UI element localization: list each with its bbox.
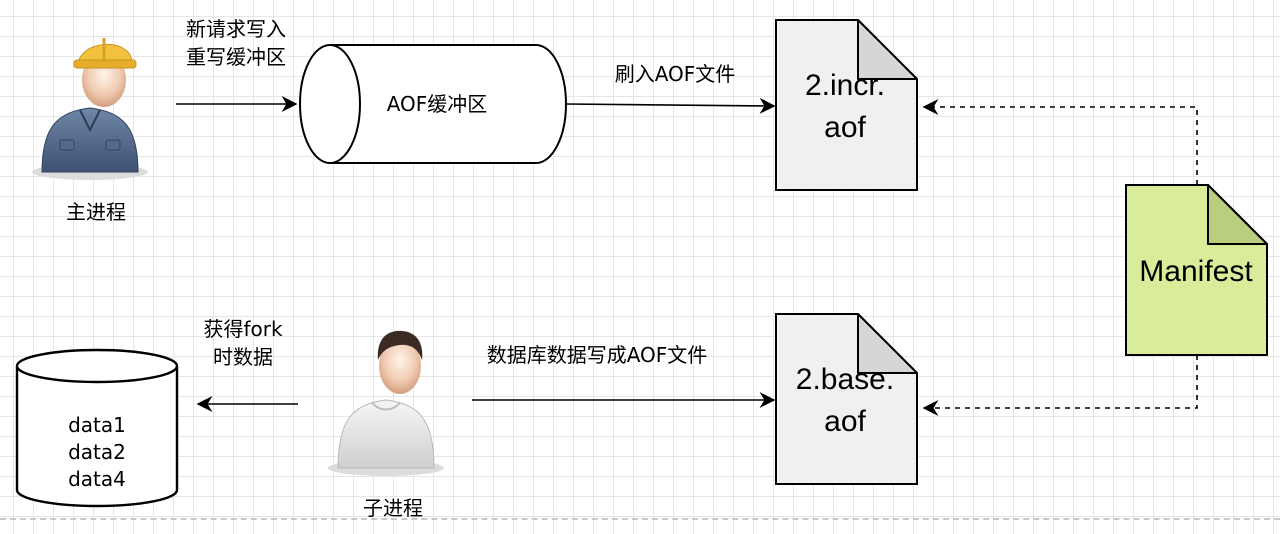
write-db-to-aof-label: 数据库数据写成AOF文件	[487, 343, 708, 367]
new-request-label-line2: 重写缓冲区	[186, 45, 286, 69]
database-item: data1	[68, 413, 126, 437]
incr-aof-label-line1: 2.incr.	[805, 69, 885, 102]
flush-to-aof-arrow	[565, 97, 776, 114]
aof-buffer-label: AOF缓冲区	[387, 92, 488, 116]
fork-data-label-line1: 获得fork	[203, 317, 282, 341]
manifest-to-incr-dashed-arrow	[922, 99, 1198, 185]
aof-buffer-cylinder	[299, 44, 567, 164]
manifest-label: Manifest	[1139, 255, 1253, 288]
child-process-person-icon	[328, 330, 444, 476]
main-process-label: 主进程	[66, 200, 126, 224]
incr-aof-label-line2: aof	[824, 111, 866, 144]
base-aof-label-line2: aof	[824, 405, 866, 438]
base-aof-file-icon	[775, 313, 918, 485]
database-cylinder-icon	[15, 348, 179, 508]
database-item: data2	[68, 440, 126, 464]
database-item: data4	[68, 467, 126, 491]
manifest-file-icon	[1125, 184, 1268, 356]
page-boundary-dashed-line	[0, 518, 1280, 520]
child-process-label: 子进程	[363, 496, 423, 520]
incr-aof-file-icon	[775, 19, 918, 191]
fork-data-label-line2: 时数据	[213, 345, 273, 369]
new-request-label-line1: 新请求写入	[186, 17, 286, 41]
flush-to-aof-label: 刷入AOF文件	[615, 62, 736, 86]
manifest-to-base-dashed-arrow	[922, 355, 1198, 416]
base-aof-label-line1: 2.base.	[796, 363, 894, 396]
main-process-worker-icon	[32, 38, 148, 180]
